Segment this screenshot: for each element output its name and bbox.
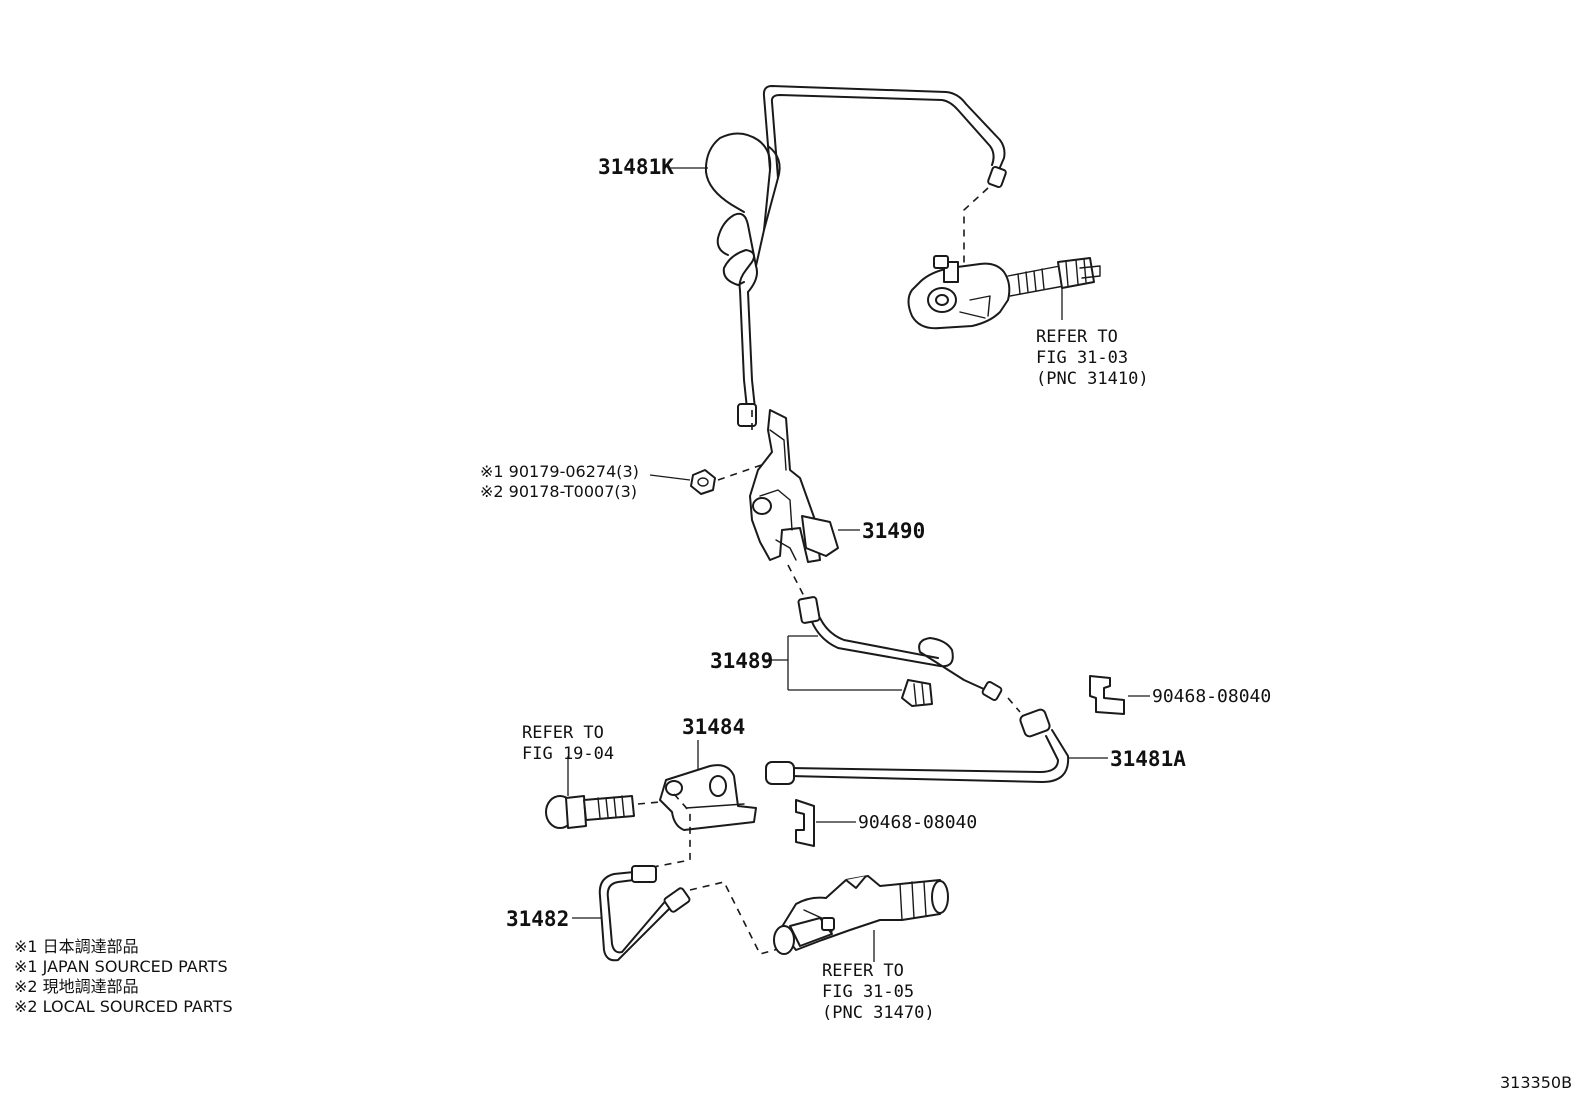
ref-release-line1[interactable]: REFER TO xyxy=(822,961,904,981)
clutch-valve-31490[interactable] xyxy=(749,409,839,563)
note-2-ja: ※2 現地調達部品 xyxy=(14,977,139,996)
bracket-31484[interactable] xyxy=(659,764,757,831)
ref-master-line1[interactable]: REFER TO xyxy=(1036,327,1118,347)
callout-90468-08040-mid: 90468-08040 xyxy=(858,812,977,833)
clip-90468-top[interactable] xyxy=(1089,675,1125,715)
ref-master-line3[interactable]: (PNC 31410) xyxy=(1036,369,1149,389)
callout-90178-T0007: ※2 90178-T0007(3) xyxy=(480,482,637,501)
ref-release-line2[interactable]: FIG 31-05 xyxy=(822,982,914,1002)
note-1-ja: ※1 日本調達部品 xyxy=(14,937,139,956)
tube-31482[interactable] xyxy=(598,865,691,962)
callout-31482: 31482 xyxy=(506,907,569,931)
clip-90468-mid[interactable] xyxy=(795,799,815,847)
nut-90179-06274[interactable] xyxy=(690,469,716,495)
hose-31489[interactable] xyxy=(797,596,1003,707)
note-2-en: ※2 LOCAL SOURCED PARTS xyxy=(14,997,233,1016)
diagram-code: 313350B xyxy=(1500,1073,1572,1092)
callout-31484: 31484 xyxy=(682,715,745,739)
ref-master-line2[interactable]: FIG 31-03 xyxy=(1036,348,1128,368)
clutch-line-31481A[interactable] xyxy=(765,708,1070,785)
callout-31481A: 31481A xyxy=(1110,747,1186,771)
release-cylinder-assembly[interactable] xyxy=(773,875,949,955)
callout-90179-06274: ※1 90179-06274(3) xyxy=(480,462,639,481)
callout-31481K: 31481K xyxy=(598,155,674,179)
bolt-ref-19-04[interactable] xyxy=(545,795,635,829)
ref-bolt-line2[interactable]: FIG 19-04 xyxy=(522,744,614,764)
ref-release-line3[interactable]: (PNC 31470) xyxy=(822,1003,935,1023)
note-1-en: ※1 JAPAN SOURCED PARTS xyxy=(14,957,228,976)
callout-31489: 31489 xyxy=(710,649,773,673)
ref-bolt-line1[interactable]: REFER TO xyxy=(522,723,604,743)
clutch-line-31481K[interactable] xyxy=(704,85,1007,427)
callout-90468-08040-top: 90468-08040 xyxy=(1152,686,1271,707)
callout-31490: 31490 xyxy=(862,519,925,543)
master-cylinder-assembly[interactable] xyxy=(907,255,1101,330)
